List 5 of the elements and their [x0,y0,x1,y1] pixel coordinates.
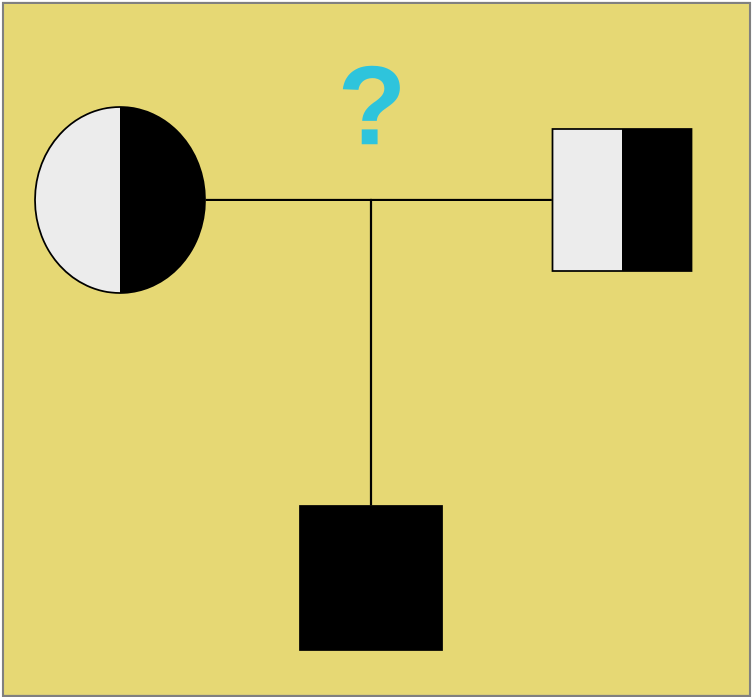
male-symbol [299,505,443,651]
male-symbol [552,128,692,272]
pedigree-line [370,198,552,506]
female-symbol [34,106,206,294]
question-mark: ? [342,66,400,144]
